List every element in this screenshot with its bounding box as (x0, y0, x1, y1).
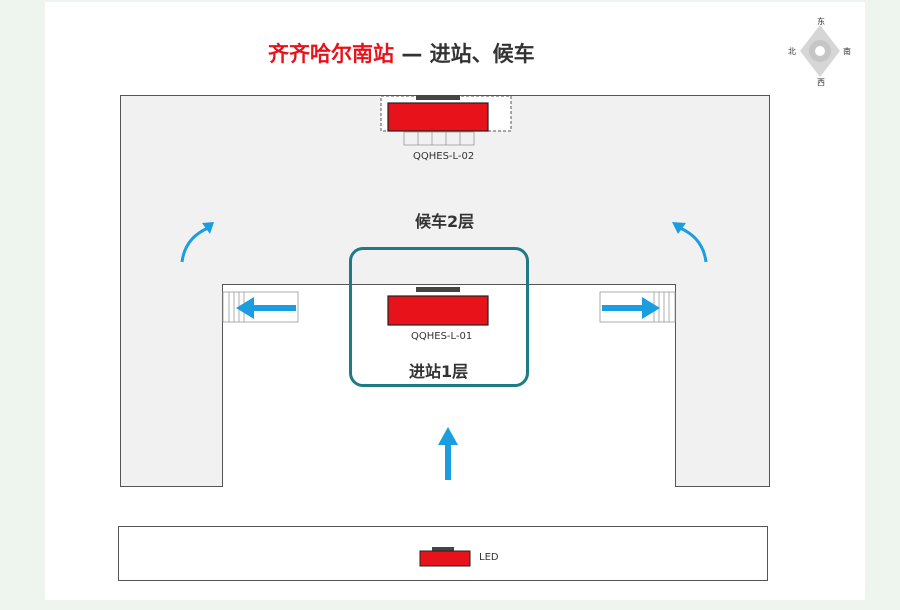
arrow-right (602, 297, 660, 319)
floor-label-waiting: 候车2层 (415, 212, 475, 231)
compass-south: 南 (843, 47, 851, 56)
station-name: 齐齐哈尔南站 (268, 42, 394, 66)
curved-arrow-right (679, 226, 708, 263)
arrow-left (236, 297, 296, 319)
compass-west: 西 (817, 78, 825, 87)
page-title: 齐齐哈尔南站 — 进站、候车 (268, 38, 535, 68)
screen-code-l02: QQHES-L-02 (413, 151, 475, 162)
compass-icon: 东 北 南 西 (788, 15, 852, 87)
compass-north: 北 (788, 47, 796, 56)
highlight-box (349, 247, 529, 387)
compass-east: 东 (817, 17, 825, 26)
screen-code-l01: QQHES-L-01 (411, 331, 473, 342)
entry-opening (398, 482, 490, 490)
curved-arrow-right-head (672, 222, 686, 234)
curved-arrow-left-head (202, 222, 214, 234)
curved-arrow-left (180, 226, 209, 263)
title-subtitle: — 进站、候车 (401, 42, 535, 66)
floor-label-entry: 进站1层 (409, 362, 469, 381)
arrow-up (438, 427, 458, 480)
legend-led-label: LED (479, 552, 499, 563)
